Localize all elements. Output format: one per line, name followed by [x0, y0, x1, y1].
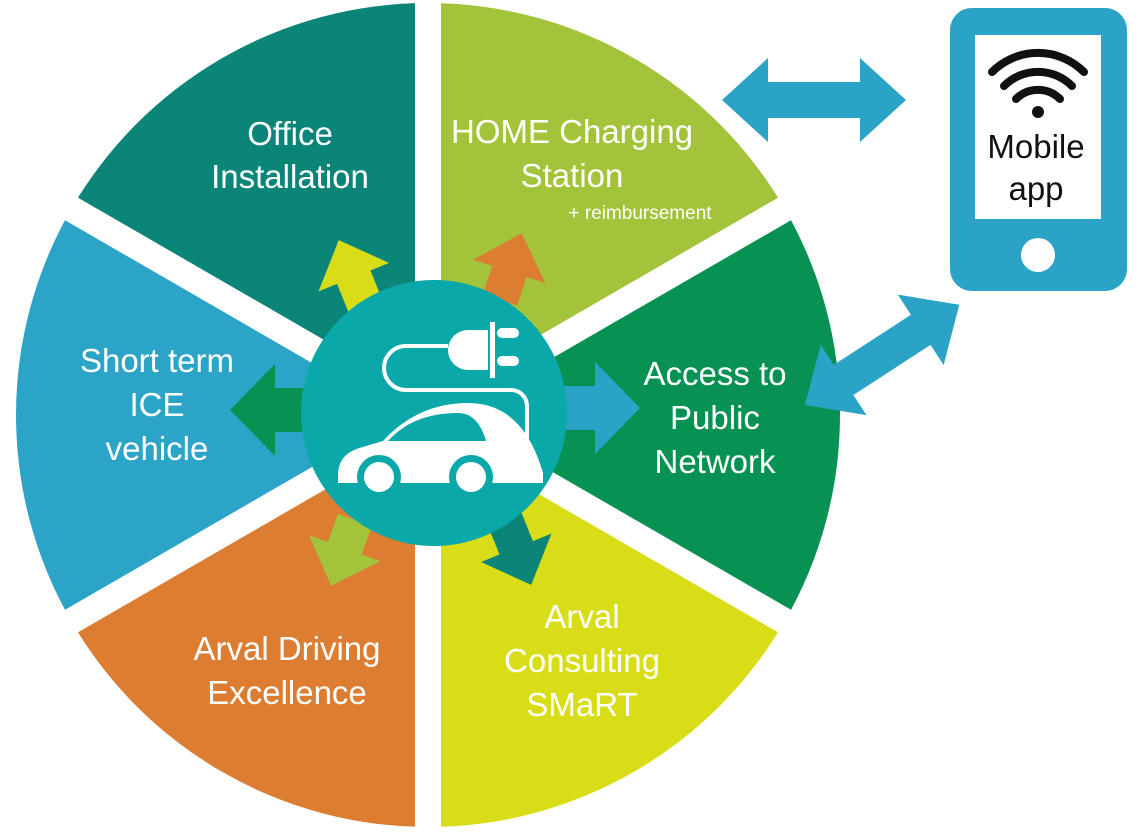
mobile-label-2: app	[1008, 170, 1063, 207]
public-label-2: Public	[670, 399, 760, 436]
ice-label-1: Short term	[80, 342, 234, 379]
arrow-to-driving	[309, 513, 381, 586]
office-label-1: Office	[247, 115, 333, 152]
public-label-3: Network	[654, 443, 776, 480]
arrow-to-consulting	[481, 513, 552, 585]
home-note: + reimbursement	[568, 203, 712, 224]
segment-ice	[16, 209, 429, 621]
ice-label-2: ICE	[129, 386, 184, 423]
segment-office	[71, 3, 428, 415]
hub	[301, 280, 567, 546]
segment-labels: Office Installation HOME Charging Statio…	[80, 113, 787, 723]
hub-arrows	[230, 233, 640, 586]
wifi-icon	[988, 48, 1088, 118]
link-arrows	[722, 58, 960, 416]
ice-label-3: vehicle	[106, 430, 209, 467]
driving-label-2: Excellence	[207, 674, 367, 711]
double-arrow-public-mobile	[805, 294, 960, 416]
arrow-to-public-network	[560, 362, 640, 454]
arrow-to-office	[318, 240, 389, 312]
driving-label-1: Arval Driving	[193, 630, 380, 667]
mobile-label-1: Mobile	[987, 128, 1084, 165]
arrow-to-home	[473, 233, 546, 306]
arrow-to-ice	[230, 364, 310, 456]
consulting-label-1: Arval	[544, 598, 619, 635]
public-label-1: Access to	[643, 355, 786, 392]
home-label-1: HOME Charging	[451, 113, 693, 150]
segment-public-network	[428, 209, 840, 621]
consulting-label-3: SMaRT	[526, 686, 637, 723]
mobile-app-phone: Mobile app	[950, 8, 1127, 291]
office-label-2: Installation	[211, 158, 369, 195]
double-arrow-home-mobile	[722, 58, 906, 142]
electric-car-plug-icon	[338, 322, 543, 499]
consulting-label-2: Consulting	[504, 642, 660, 679]
phone-home-button	[1021, 238, 1055, 272]
home-label-2: Station	[521, 157, 624, 194]
